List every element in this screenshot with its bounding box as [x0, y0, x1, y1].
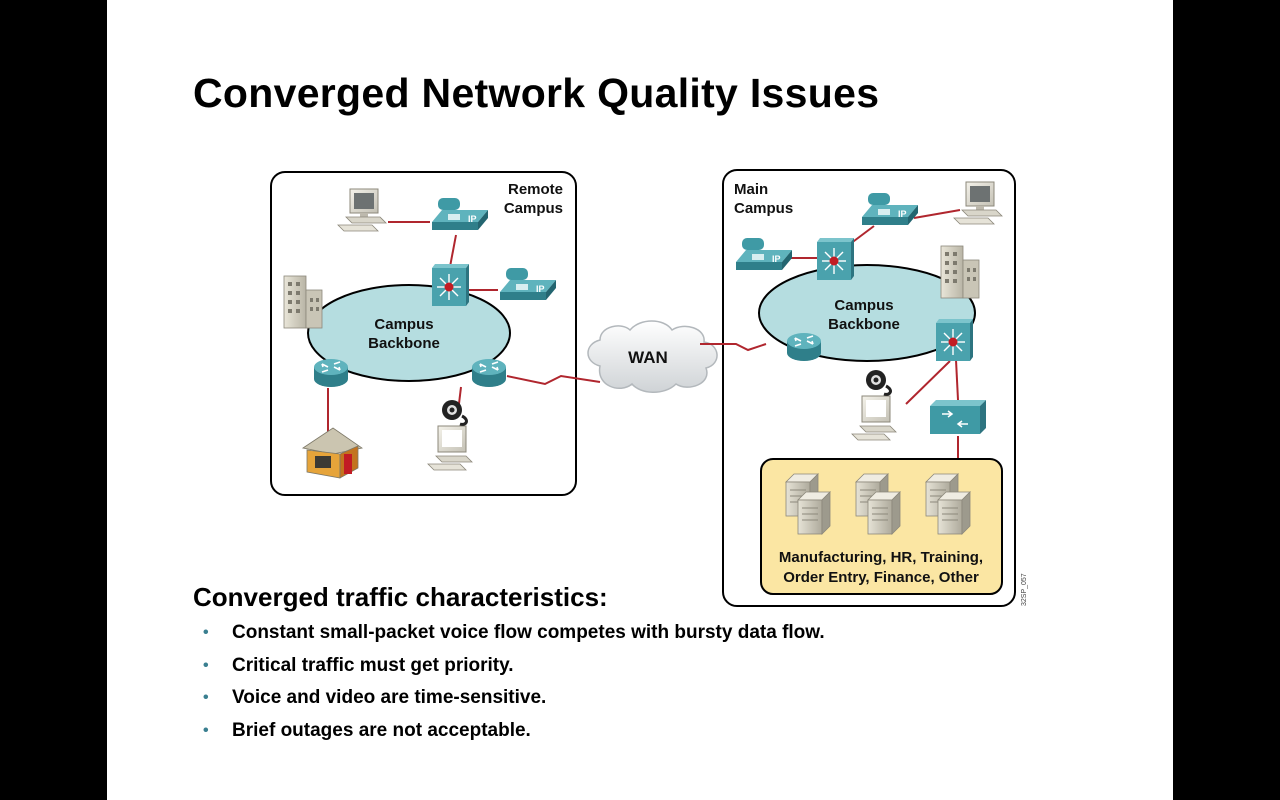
remote-backbone-label-line2: Backbone [368, 335, 440, 352]
bullet-item: •Voice and video are time-sensitive. [203, 687, 547, 708]
main-workgroup-switch-icon [930, 400, 986, 434]
bullet-list: •Constant small-packet voice flow compet… [203, 621, 825, 751]
remote-multilayer-switch-icon [431, 263, 470, 307]
main-campus-label-line2: Campus [734, 200, 793, 217]
main-multilayer-switch-right-icon [935, 318, 974, 362]
bullet-item: •Constant small-packet voice flow compet… [203, 622, 825, 643]
bullet-dot-icon: • [203, 721, 209, 739]
server-group-1-front-icon [797, 491, 831, 535]
main-campus-label-line1: Main [734, 181, 768, 198]
main-router-wan-icon [786, 332, 822, 362]
remote-campus-backbone [307, 284, 511, 382]
servers-label-line1: Manufacturing, HR, Training, [779, 549, 983, 566]
servers-label-line2: Order Entry, Finance, Other [783, 569, 979, 586]
bullet-dot-icon: • [203, 624, 209, 641]
remote-router-wan-icon [471, 358, 507, 388]
bullet-dot-icon: • [203, 689, 209, 706]
main-backbone-label-line1: Campus [834, 297, 893, 314]
bullet-item: •Critical traffic must get priority. [203, 654, 514, 676]
slide-title: Converged Network Quality Issues [193, 70, 880, 116]
remote-backbone-label-line1: Campus [374, 316, 433, 333]
traffic-subheading: Converged traffic characteristics: [193, 582, 608, 612]
main-multilayer-switch-top-icon [816, 237, 855, 281]
bullet-dot-icon: • [203, 656, 209, 674]
remote-campus-label-line1: Remote [508, 181, 563, 198]
server-group-3-front-icon [937, 491, 971, 535]
figure-code: 32SP_057 [1021, 573, 1028, 606]
main-backbone-label-line2: Backbone [828, 316, 900, 333]
wan-cloud-icon [587, 320, 718, 393]
remote-router-left-icon [313, 358, 349, 388]
bullet-item: •Brief outages are not acceptable. [203, 719, 531, 741]
remote-campus-label-line2: Campus [504, 200, 563, 217]
server-group-2-front-icon [867, 491, 901, 535]
home-office-icon [301, 427, 363, 479]
wan-label: WAN [628, 348, 668, 367]
